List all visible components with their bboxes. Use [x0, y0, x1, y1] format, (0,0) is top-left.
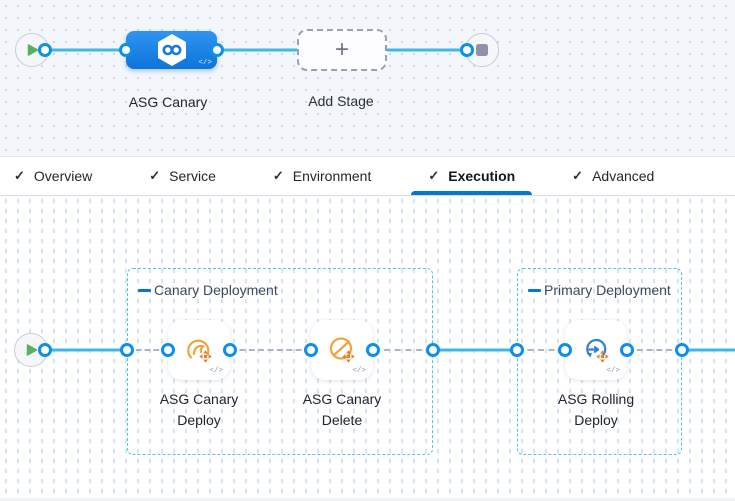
- tab-label: Execution: [448, 168, 516, 184]
- collapse-icon[interactable]: [528, 288, 541, 292]
- collapse-icon[interactable]: [138, 288, 151, 292]
- exec-edge-dashed: [627, 349, 682, 351]
- exec-edge: [682, 348, 735, 352]
- exec-edge-dashed: [517, 349, 565, 351]
- add-stage-button[interactable]: +: [297, 29, 387, 71]
- tab-overview[interactable]: ✓ Overview: [14, 157, 92, 195]
- connector-port[interactable]: [558, 343, 572, 357]
- step-group-canary-deployment: Canary Deployment: [127, 268, 433, 455]
- exec-edge-dashed: [373, 349, 433, 351]
- play-icon: [27, 44, 39, 56]
- connector-port[interactable]: [675, 343, 689, 357]
- connector-port[interactable]: [510, 343, 524, 357]
- tab-service[interactable]: ✓ Service: [149, 157, 216, 195]
- step-node-asg-canary-deploy[interactable]: </>: [168, 320, 230, 380]
- play-icon: [26, 344, 38, 356]
- tab-execution[interactable]: ✓ Execution: [411, 157, 532, 195]
- asg-canary-delete-icon: [329, 337, 355, 363]
- exec-edge-dashed: [230, 349, 311, 351]
- check-icon: ✓: [572, 168, 584, 183]
- tab-label: Overview: [33, 168, 93, 184]
- add-stage-label: Add Stage: [308, 93, 374, 109]
- connector-port[interactable]: [161, 343, 175, 357]
- stop-icon: [476, 44, 488, 56]
- connector-port[interactable]: [210, 43, 224, 57]
- check-icon: ✓: [14, 168, 25, 183]
- asg-canary-deploy-icon: [187, 339, 212, 363]
- stage-name-label: ASG Canary: [128, 94, 208, 110]
- group-title-label: Primary Deployment: [544, 282, 671, 298]
- group-title: Canary Deployment: [138, 282, 278, 298]
- tab-label: Environment: [292, 168, 372, 184]
- group-title-label: Canary Deployment: [154, 282, 278, 298]
- stage-edge: [45, 48, 126, 52]
- exec-edge: [433, 348, 517, 352]
- step-name-label: ASG Canary Deploy: [159, 391, 239, 428]
- connector-port[interactable]: [223, 343, 237, 357]
- deploy-stage-hexagon-icon: [157, 34, 186, 66]
- connector-port[interactable]: [620, 343, 634, 357]
- stage-canvas[interactable]: </> + ASG Canary Add Stage: [0, 0, 735, 157]
- connector-port[interactable]: [460, 43, 474, 57]
- tab-environment[interactable]: ✓ Environment: [273, 157, 372, 195]
- connector-port[interactable]: [304, 343, 318, 357]
- execution-canvas[interactable]: Canary Deployment Primary Deployment: [0, 196, 735, 501]
- yaml-code-icon[interactable]: </>: [209, 367, 223, 375]
- check-icon: ✓: [149, 168, 161, 183]
- stage-edge: [217, 48, 297, 52]
- tab-advanced[interactable]: ✓ Advanced: [572, 157, 654, 195]
- stage-edge: [387, 48, 469, 52]
- connector-port[interactable]: [120, 343, 134, 357]
- connector-port[interactable]: [38, 343, 52, 357]
- step-node-asg-rolling-deploy[interactable]: </>: [565, 320, 627, 380]
- check-icon: ✓: [272, 168, 284, 183]
- step-group-primary-deployment: Primary Deployment: [517, 268, 682, 455]
- exec-edge-dashed: [127, 349, 168, 351]
- stage-node-asg-canary[interactable]: </>: [126, 31, 217, 69]
- yaml-code-icon[interactable]: </>: [352, 367, 366, 375]
- horizontal-scrollbar-track[interactable]: [0, 498, 735, 501]
- connector-port[interactable]: [366, 343, 380, 357]
- connector-port[interactable]: [119, 43, 133, 57]
- step-name-label: ASG Canary Delete: [302, 391, 382, 428]
- connector-port[interactable]: [38, 43, 52, 57]
- connector-port[interactable]: [426, 343, 440, 357]
- exec-edge: [45, 348, 127, 352]
- yaml-code-icon[interactable]: </>: [606, 367, 620, 375]
- step-name-label: ASG Rolling Deploy: [557, 391, 635, 428]
- step-node-asg-canary-delete[interactable]: </>: [311, 320, 373, 380]
- tab-label: Advanced: [592, 168, 655, 184]
- stage-config-tabs: ✓ Overview ✓ Service ✓ Environment ✓ Exe…: [0, 157, 735, 196]
- plus-icon: +: [334, 36, 349, 63]
- asg-rolling-deploy-icon: [586, 338, 609, 363]
- check-icon: ✓: [428, 168, 440, 183]
- yaml-code-icon[interactable]: </>: [198, 59, 212, 67]
- group-title: Primary Deployment: [528, 282, 671, 298]
- tab-label: Service: [169, 168, 216, 184]
